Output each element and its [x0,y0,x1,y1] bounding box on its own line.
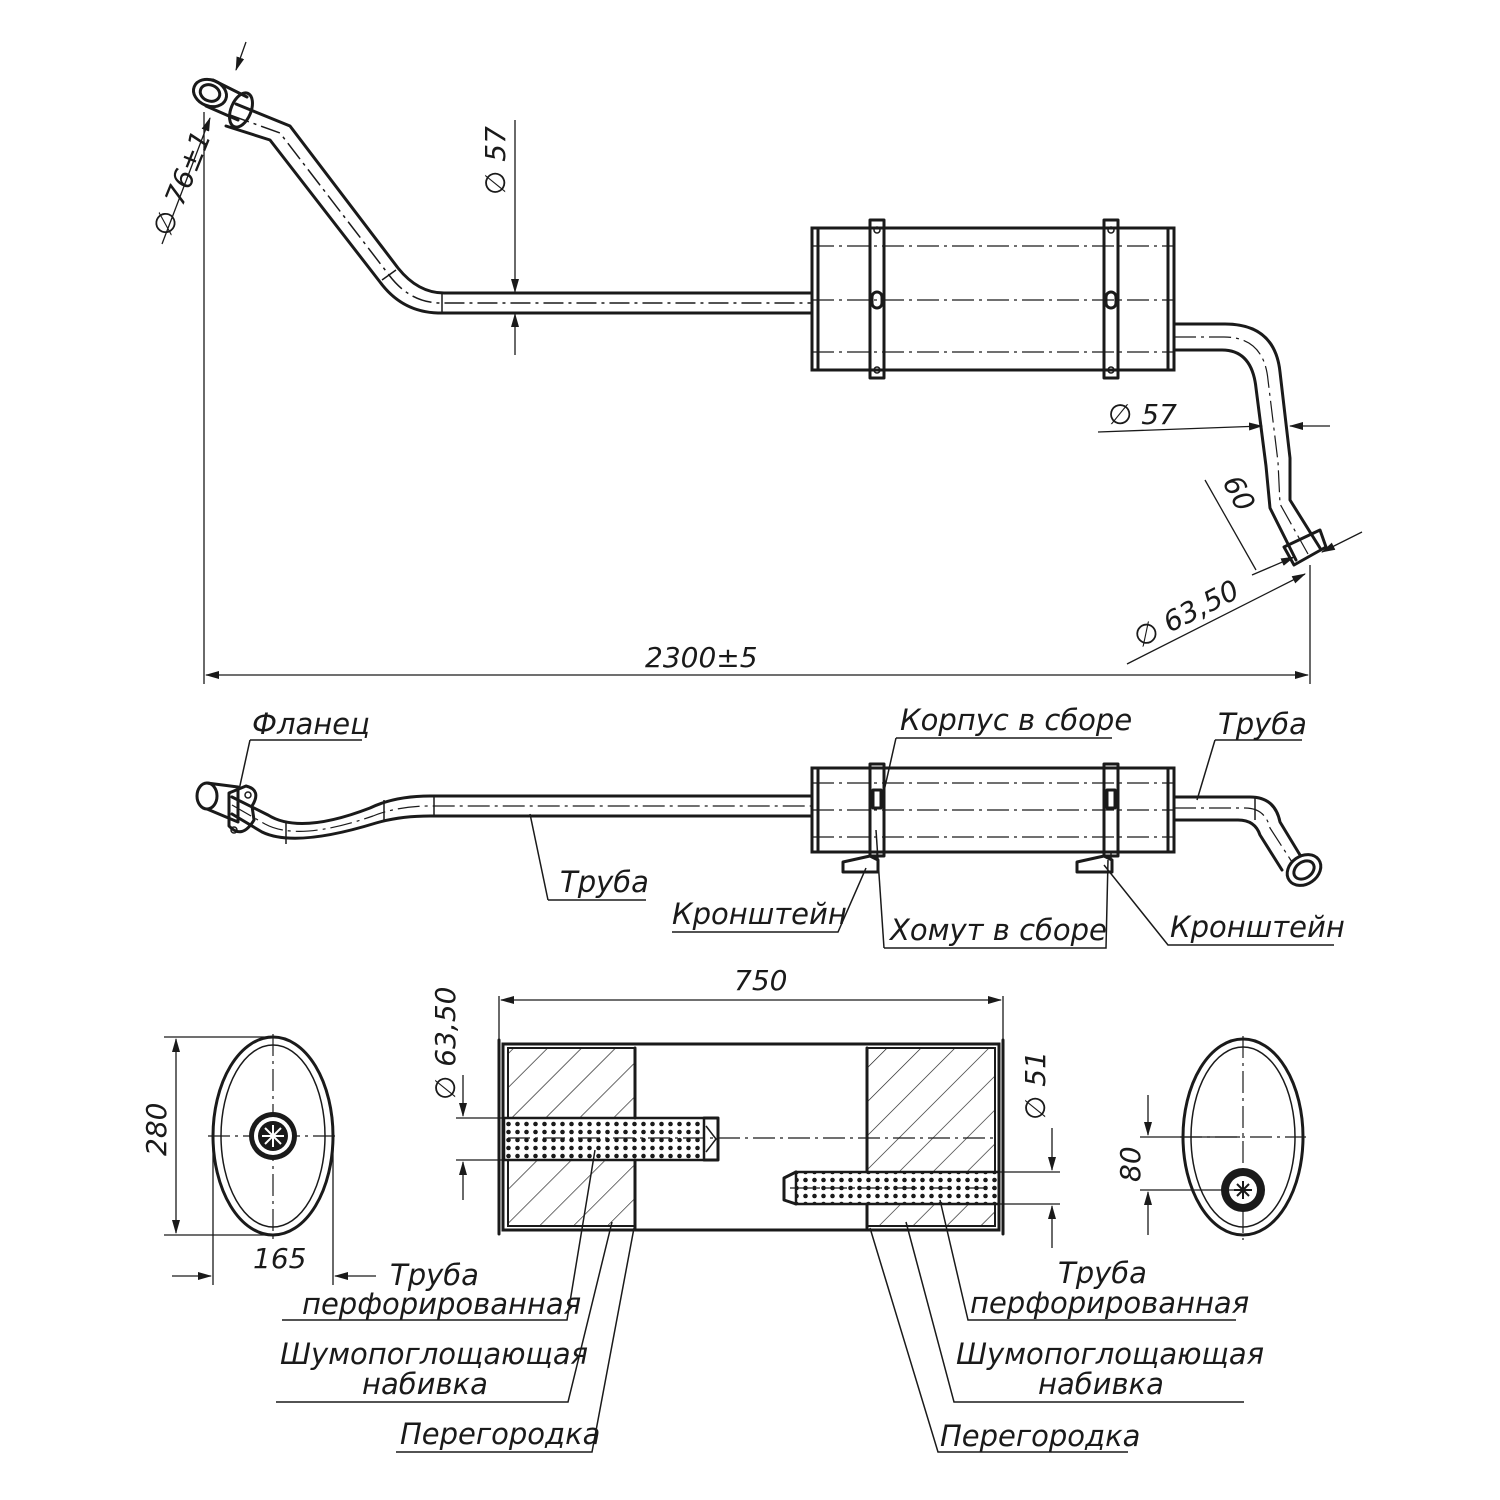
label-absorber-right-line2: набивка [1038,1367,1164,1401]
oval-left-dimensions [164,1036,376,1285]
label-perf-pipe-left-line1: Труба [390,1258,479,1292]
dim-outlet-diameter: ∅ 51 [1019,1051,1052,1120]
muffler-body-top [810,218,1176,380]
front-pipe-top [224,102,814,315]
oval-right-dimensions [1140,1095,1240,1235]
section-view: 280 165 [140,964,1306,1453]
dim-oval-width: 165 [253,1242,306,1275]
flange-side [195,781,258,834]
muffler-section [497,1038,1005,1236]
dim-pipe-diameter-rear: ∅ 57 [1108,398,1177,431]
label-pipe-rear: Труба [1218,707,1307,741]
section-leaders [276,1149,1244,1453]
dim-inlet-diameter: ∅ 63,50 [429,987,462,1100]
flange-top [192,77,254,129]
dim-oval-height: 280 [140,1103,173,1156]
label-partition-left: Перегородка [400,1417,600,1451]
bracket-right-side [1075,852,1114,874]
label-clamp-assembly: Хомут в сборе [888,913,1107,947]
dim-tail-length: 60 [1216,470,1262,517]
absorber-right-bottom [866,1203,996,1227]
label-partition-right: Перегородка [940,1419,1140,1453]
dim-flange-diameter: ∅ 76±1 [146,126,218,241]
label-absorber-left-line2: набивка [362,1367,488,1401]
absorber-right-top [866,1047,996,1173]
perforated-pipe-inlet [502,1116,706,1162]
label-flange: Фланец [252,707,370,741]
label-bracket-left: Кронштейн [672,897,847,931]
dim-body-length: 750 [734,964,787,997]
absorber-left-bottom [507,1159,636,1227]
dim-outlet-offset: 80 [1114,1146,1147,1182]
oval-end-left [208,1034,338,1240]
label-perf-pipe-right-line2: перфорированная [970,1286,1249,1320]
muffler-body-side [810,762,1176,858]
label-perf-pipe-left-line2: перфорированная [302,1287,581,1321]
front-pipe-side [230,794,814,844]
label-body-assembly: Корпус в сборе [900,703,1132,737]
rear-pipe-side [1172,795,1323,887]
absorber-left-top [507,1047,636,1119]
label-absorber-right-line1: Шумопоглощающая [956,1337,1264,1371]
side-view: Фланец Корпус в сборе Труба Труба Кроншт… [195,703,1345,949]
side-view-leaders [238,737,1334,949]
top-view-dimensions [161,41,1363,684]
label-perf-pipe-right-line1: Труба [1058,1256,1147,1290]
label-pipe-front: Труба [560,865,649,899]
label-bracket-right: Кронштейн [1170,910,1345,944]
label-absorber-left-line1: Шумопоглощающая [280,1337,588,1371]
rear-pipe-top [1172,322,1328,567]
top-view: ∅ 76±1 ∅ 57 ∅ 57 60 ∅ 63,50 2300±5 [146,41,1363,684]
dim-overall-length: 2300±5 [645,641,758,674]
dim-pipe-diameter-front: ∅ 57 [479,126,512,195]
perforated-pipe-outlet [794,1170,1001,1206]
section-dimensions [456,996,1060,1248]
oval-end-right [1180,1036,1306,1240]
